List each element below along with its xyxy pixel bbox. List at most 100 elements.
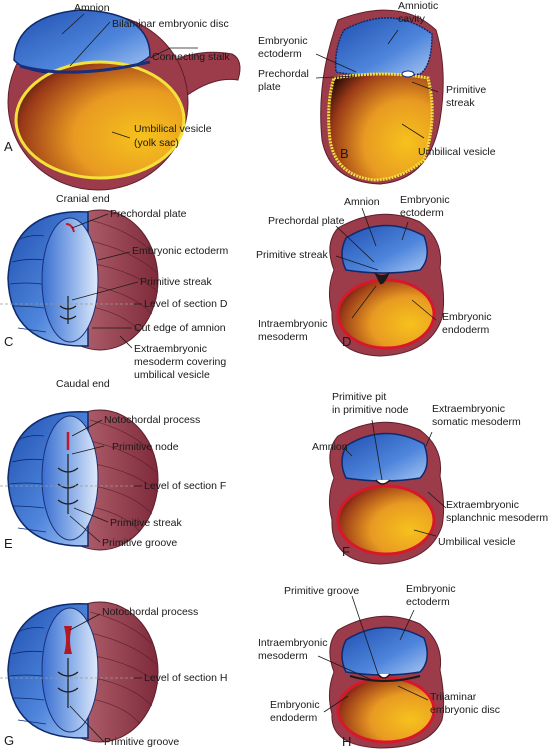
label-intraembryonic-h2: mesoderm [258, 650, 308, 662]
label-extraembryonic-1: Extraembryonic [134, 343, 207, 355]
label-umbilical-vesicle-a: Umbilical vesicle [134, 123, 212, 135]
prechordal-plate-c [65, 223, 75, 233]
primitive-streak-d [374, 272, 390, 285]
label-primitive-streak-b2: streak [446, 97, 475, 109]
label-prechordal-plate-b1: Prechordal [258, 68, 309, 80]
label-caudal-end: Caudal end [56, 378, 110, 390]
label-embryonic-ectoderm-b2: ectoderm [258, 48, 302, 60]
panel-g-labels: Notochordal process Level of section H P… [0, 606, 227, 748]
panel-f-labels: Primitive pit in primitive node Amnion E… [312, 391, 548, 559]
primitive-streak-b [401, 70, 415, 78]
label-primitive-pit-2: in primitive node [332, 404, 409, 416]
label-level-section-h: Level of section H [144, 672, 227, 684]
panel-d [328, 213, 445, 357]
label-embryonic-ectoderm-h1: Embryonic [406, 583, 456, 595]
label-primitive-streak-d: Primitive streak [256, 249, 329, 261]
label-embryonic-endoderm-h1: Embryonic [270, 699, 320, 711]
primitive-groove-g [57, 658, 79, 708]
label-cranial-end: Cranial end [56, 193, 110, 205]
label-extraembryonic-3: umbilical vesicle [134, 369, 210, 381]
label-primitive-streak-e: Primitive streak [110, 517, 183, 529]
label-umbilical-vesicle-b: Umbilical vesicle [418, 146, 496, 158]
umbilical-vesicle-h [336, 676, 436, 744]
umbilical-vesicle-a [14, 60, 186, 180]
label-amniotic-cavity-1: Amniotic [398, 0, 438, 12]
label-connecting-stalk: Connecting stalk [152, 51, 230, 63]
panel-h-labels: Primitive groove Embryonic ectoderm Intr… [258, 583, 500, 749]
amniotic-cavity-b [334, 17, 433, 78]
label-trilaminar-1: Trilaminar [430, 691, 477, 703]
label-splanchnic-mesoderm-1: Extraembryonic [446, 499, 519, 511]
panel-letter-h: H [342, 734, 351, 749]
label-prechordal-plate-d: Prechordal plate [268, 215, 345, 227]
panel-letter-e: E [4, 536, 13, 551]
panel-letter-c: C [4, 334, 13, 349]
label-primitive-groove-g: Primitive groove [104, 736, 179, 748]
label-embryonic-endoderm-d2: endoderm [442, 324, 490, 336]
mesoderm-ridges-e [83, 419, 159, 533]
label-embryonic-ectoderm-c: Embryonic ectoderm [132, 245, 229, 257]
primitive-streak-e [57, 454, 79, 514]
label-yolk-sac: (yolk sac) [134, 137, 179, 149]
panel-b [320, 9, 444, 185]
label-cut-edge-amnion: Cut edge of amnion [134, 322, 226, 334]
panel-c-labels: Cranial end Prechordal plate Embryonic e… [0, 193, 229, 390]
embryonic-disc-g [41, 607, 99, 733]
primitive-groove-h [377, 673, 391, 679]
label-somatic-mesoderm-1: Extraembryonic [432, 403, 505, 415]
label-primitive-streak-b1: Primitive [446, 84, 486, 96]
amniotic-cavity-d [341, 224, 428, 274]
amnion-ridges-c [9, 235, 47, 333]
label-somatic-mesoderm-2: somatic mesoderm [432, 416, 521, 428]
amnion-ridges-e [9, 435, 47, 533]
label-amniotic-cavity-2: cavity [398, 13, 426, 25]
label-prechordal-plate-c: Prechordal plate [110, 208, 187, 220]
primitive-pit-f [375, 479, 391, 485]
panel-letter-f: F [342, 544, 350, 559]
label-intraembryonic-d2: mesoderm [258, 331, 308, 343]
panel-letter-b: B [340, 146, 349, 161]
label-notochordal-process-g: Notochordal process [102, 606, 198, 618]
panel-letter-g: G [4, 733, 14, 748]
amniotic-cavity-f [341, 432, 428, 482]
label-primitive-node-e: Primitive node [112, 441, 179, 453]
label-primitive-pit-1: Primitive pit [332, 391, 386, 403]
label-intraembryonic-d1: Intraembryonic [258, 318, 327, 330]
embryonic-disc-c [41, 217, 99, 343]
label-level-section-d: Level of section D [144, 298, 228, 310]
panel-b-labels: Amniotic cavity Embryonic ectoderm Prech… [258, 0, 496, 161]
label-amnion-a: Amnion [74, 2, 110, 14]
label-primitive-groove-h: Primitive groove [284, 585, 359, 597]
label-level-section-f: Level of section F [144, 480, 226, 492]
label-umbilical-vesicle-f: Umbilical vesicle [438, 536, 516, 548]
umbilical-vesicle-d [336, 278, 436, 350]
panel-a [7, 9, 241, 191]
label-embryonic-endoderm-d1: Embryonic [442, 311, 492, 323]
label-amnion-d: Amnion [344, 196, 380, 208]
label-bilaminar-disc: Bilaminar embryonic disc [112, 18, 229, 30]
embryonic-disc-e [41, 415, 99, 541]
notochordal-process-g [64, 626, 72, 654]
label-splanchnic-mesoderm-2: splanchnic mesoderm [446, 512, 548, 524]
panel-letter-a: A [4, 139, 13, 154]
panel-a-labels: Amnion Bilaminar embryonic disc Connecti… [4, 2, 230, 154]
primitive-streak-c [59, 296, 77, 324]
amniotic-cavity-h [341, 626, 428, 676]
label-primitive-groove-e: Primitive groove [102, 537, 177, 549]
panel-e-labels: Notochordal process Primitive node Level… [0, 414, 226, 551]
connecting-stalk [169, 51, 241, 97]
label-embryonic-endoderm-h2: endoderm [270, 712, 318, 724]
panel-letter-d: D [342, 334, 351, 349]
label-notochordal-process-e: Notochordal process [104, 414, 200, 426]
bilaminar-disc-a [19, 60, 151, 74]
label-embryonic-ectoderm-b1: Embryonic [258, 35, 308, 47]
panel-h [328, 615, 445, 749]
umbilical-vesicle-f [336, 484, 436, 556]
umbilical-vesicle-b [327, 72, 434, 182]
label-intraembryonic-h1: Intraembryonic [258, 637, 327, 649]
panel-c [7, 209, 159, 351]
panel-d-labels: Amnion Embryonic ectoderm Prechordal pla… [256, 194, 492, 349]
label-trilaminar-2: embryonic disc [430, 704, 500, 716]
panel-f [328, 421, 445, 565]
label-amnion-f: Amnion [312, 441, 348, 453]
